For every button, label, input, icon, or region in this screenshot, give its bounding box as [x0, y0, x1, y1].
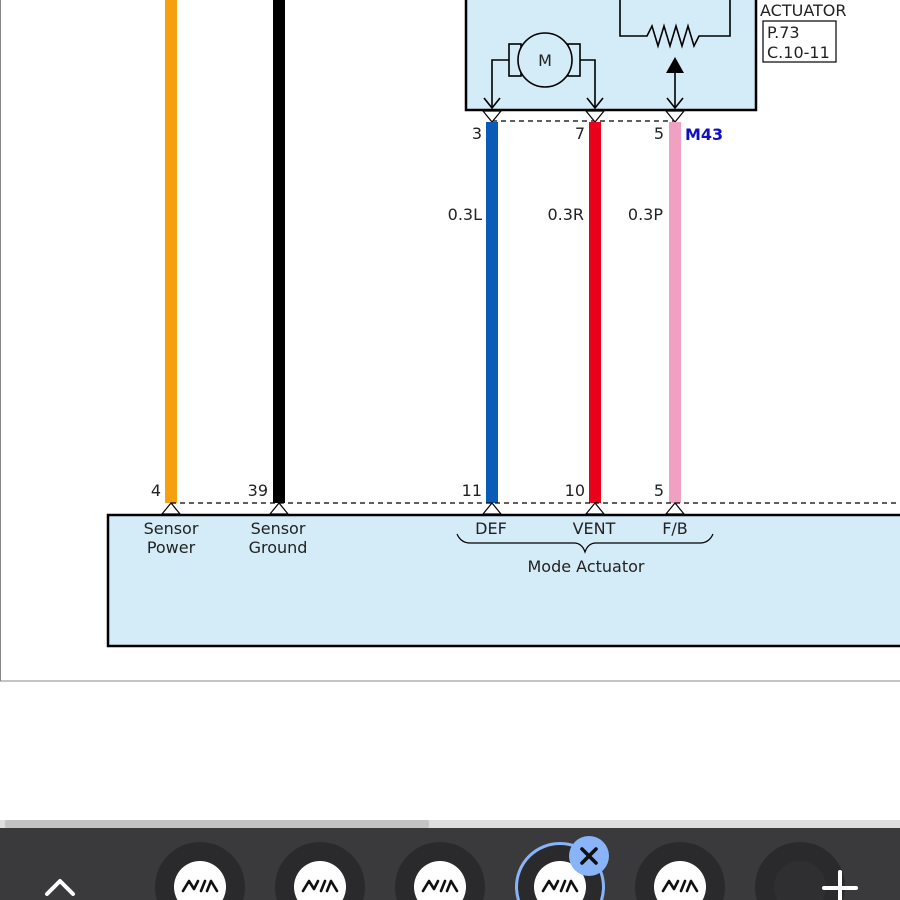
reference-circuit: C.10-11 — [767, 43, 830, 62]
terminal-sensor-power-line2: Power — [147, 538, 196, 557]
pin-marker-sensor-ground — [268, 502, 290, 515]
top-pin-fb-marker — [664, 110, 686, 123]
chevron-up-icon[interactable] — [40, 870, 80, 900]
motor-lead-left — [491, 59, 509, 108]
pin-marker-sensor-power — [160, 502, 182, 515]
control-module-box — [106, 513, 900, 648]
app-tab-1[interactable] — [155, 842, 245, 900]
top-pin-fb: 5 — [654, 124, 664, 143]
motor-lead-right — [580, 59, 596, 108]
wire-spec-vent: 0.3R — [547, 205, 584, 224]
wiper-arrow — [666, 57, 684, 73]
bottom-pin-sensor-power: 4 — [151, 481, 161, 500]
bottom-pin-sensor-ground: 39 — [248, 481, 268, 500]
bottom-pin-fb: 5 — [654, 481, 664, 500]
terminal-sensor-ground-line1: Sensor — [251, 519, 306, 538]
top-pin-def: 3 — [472, 124, 482, 143]
group-label-mode-actuator: Mode Actuator — [528, 557, 645, 576]
kia-logo-icon — [174, 861, 226, 900]
reference-box — [762, 20, 837, 63]
taskbar — [0, 828, 900, 900]
app-tab-2[interactable] — [275, 842, 365, 900]
pin-marker-def — [481, 502, 503, 515]
app-tab-5[interactable] — [635, 842, 725, 900]
top-pin-def-marker — [481, 110, 503, 123]
terminal-fb: F/B — [662, 519, 688, 538]
diagram-viewer[interactable]: M ACTUATOR P.73 C.10-11 3 7 5 M43 0.3L 0… — [0, 0, 900, 820]
app-tab-3[interactable] — [395, 842, 485, 900]
motor-symbol — [517, 32, 573, 88]
pin-marker-fb — [664, 502, 686, 515]
terminal-def: DEF — [475, 519, 507, 538]
wiper-lead-arrow — [666, 97, 684, 110]
reference-page: P.73 — [767, 23, 800, 42]
motor-label: M — [538, 51, 552, 70]
actuator-box — [464, 0, 758, 112]
motor-lead-right-arrow — [586, 97, 604, 110]
motor-lead-left-arrow — [483, 97, 501, 110]
close-tab-button[interactable] — [569, 836, 609, 876]
terminal-vent: VENT — [573, 519, 616, 538]
wiring-diagram: M ACTUATOR P.73 C.10-11 3 7 5 M43 0.3L 0… — [0, 0, 900, 682]
connector-label-top: M43 — [685, 125, 723, 144]
horizontal-scrollbar-track[interactable] — [0, 820, 900, 828]
kia-logo-icon — [414, 861, 466, 900]
potentiometer-symbol — [619, 0, 731, 49]
plus-icon[interactable] — [818, 866, 862, 900]
terminal-sensor-power-line1: Sensor — [144, 519, 199, 538]
horizontal-scrollbar-thumb[interactable] — [5, 820, 429, 828]
actuator-title: ACTUATOR — [760, 1, 847, 20]
kia-logo-icon — [294, 861, 346, 900]
close-icon — [580, 847, 598, 865]
terminal-sensor-ground-line2: Ground — [249, 538, 308, 557]
wire-spec-def: 0.3L — [448, 205, 482, 224]
mode-actuator-brace — [456, 533, 714, 554]
wire-spec-fb: 0.3P — [628, 205, 663, 224]
top-pin-vent-marker — [584, 110, 606, 123]
pin-marker-vent — [584, 502, 606, 515]
app-tab-icon — [774, 861, 826, 900]
bottom-pin-def: 11 — [462, 481, 482, 500]
top-pin-vent: 7 — [575, 124, 585, 143]
kia-logo-icon — [654, 861, 706, 900]
bottom-pin-vent: 10 — [565, 481, 585, 500]
